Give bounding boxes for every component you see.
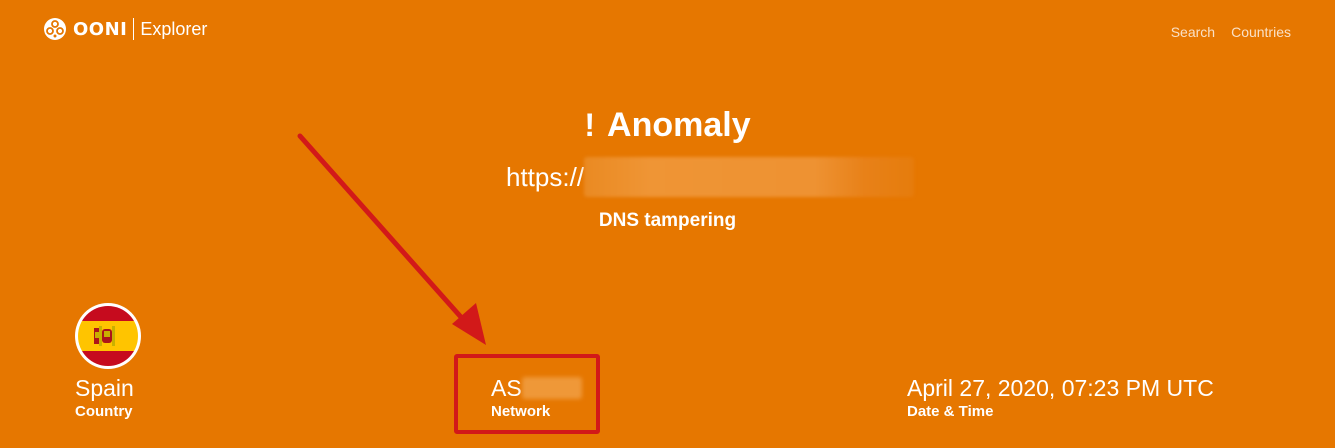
datetime-value: April 27, 2020, 07:23 PM UTC xyxy=(907,375,1214,401)
main-nav: Search Countries xyxy=(1171,24,1291,40)
asn-prefix: AS xyxy=(491,375,522,401)
ooni-logo-icon xyxy=(44,18,66,40)
country-label: Country xyxy=(75,403,133,420)
status-text: Anomaly xyxy=(607,106,751,144)
network-label: Network xyxy=(491,403,551,420)
measurement-status: ! Anomaly xyxy=(584,106,750,145)
logo-text: OONI xyxy=(73,18,128,40)
measurement-url: https:// xyxy=(506,156,915,198)
url-prefix: https:// xyxy=(506,161,585,192)
asn-redacted xyxy=(521,377,582,399)
nav-link-countries[interactable]: Countries xyxy=(1231,24,1291,40)
datetime-label: Date & Time xyxy=(907,403,994,420)
network-value[interactable]: AS xyxy=(491,374,582,402)
measurement-hero: ! Anomaly https:// DNS tampering xyxy=(0,106,1335,231)
url-redacted xyxy=(584,157,915,197)
annotation-highlight-box xyxy=(454,354,600,434)
country-flag xyxy=(75,303,141,369)
country-value[interactable]: Spain xyxy=(75,375,134,401)
anomaly-type: DNS tampering xyxy=(598,210,737,231)
logo-divider xyxy=(133,18,135,40)
logo-product-name: Explorer xyxy=(140,18,208,39)
country-info: Spain Country xyxy=(75,374,134,420)
exclamation-icon: ! xyxy=(584,107,596,143)
spain-flag-icon xyxy=(78,306,138,366)
network-info: AS Network xyxy=(491,374,582,420)
datetime-info: April 27, 2020, 07:23 PM UTC Date & Time xyxy=(907,374,1214,420)
top-navbar: OONI Explorer Search Countries xyxy=(0,0,1335,64)
nav-link-search[interactable]: Search xyxy=(1170,24,1216,40)
ooni-explorer-logo[interactable]: OONI Explorer xyxy=(43,17,207,41)
